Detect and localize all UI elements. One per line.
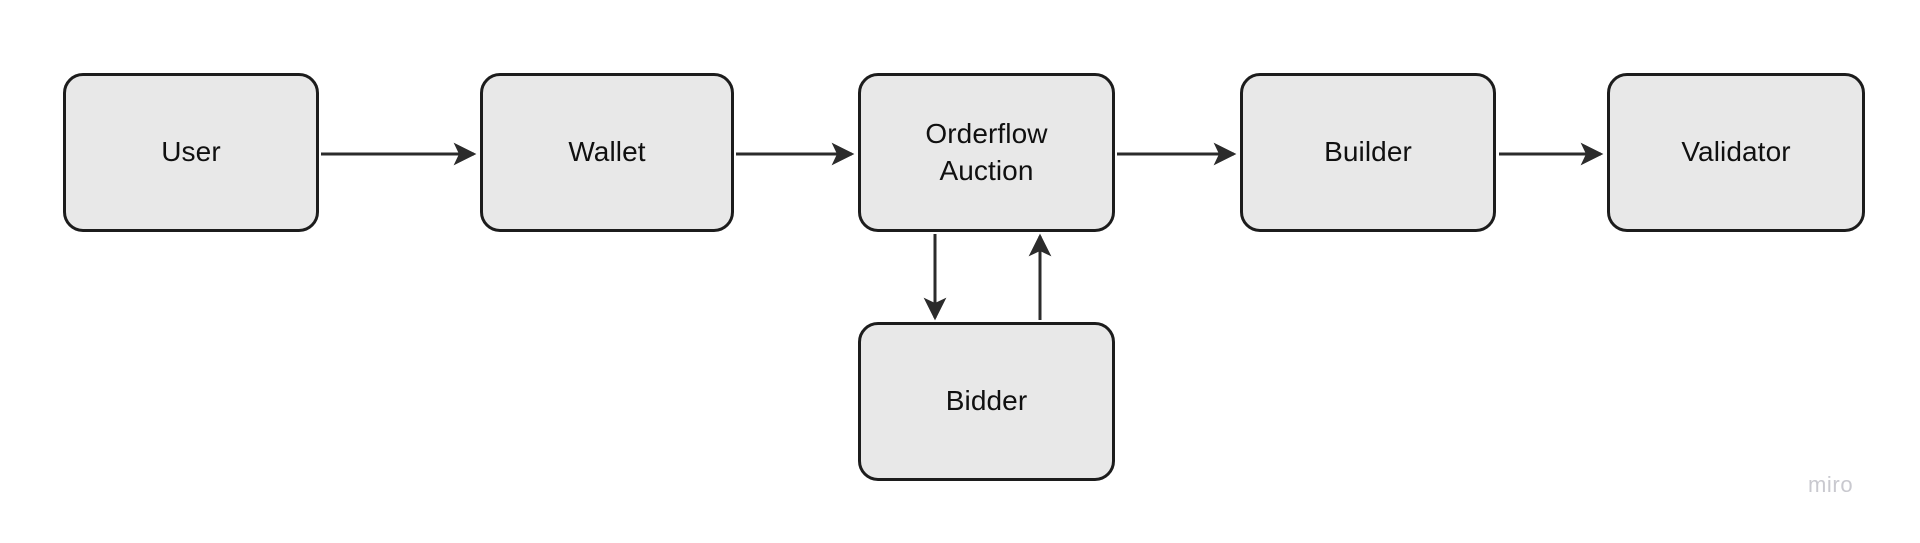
node-user-label: User — [161, 136, 221, 168]
node-user[interactable]: User — [63, 73, 319, 232]
miro-watermark: miro — [1808, 472, 1854, 497]
node-bidder-label: Bidder — [945, 385, 1028, 417]
node-builder-label: Builder — [1324, 136, 1412, 168]
node-orderflow-auction[interactable]: Orderflow Auction — [858, 73, 1115, 232]
node-bidder[interactable]: Bidder — [858, 322, 1115, 481]
node-orderflow-auction-label: Orderflow Auction — [925, 117, 1048, 186]
node-builder[interactable]: Builder — [1240, 73, 1496, 232]
node-wallet[interactable]: Wallet — [480, 73, 734, 232]
node-validator[interactable]: Validator — [1607, 73, 1865, 232]
node-wallet-label: Wallet — [568, 136, 646, 168]
node-validator-label: Validator — [1681, 136, 1791, 168]
